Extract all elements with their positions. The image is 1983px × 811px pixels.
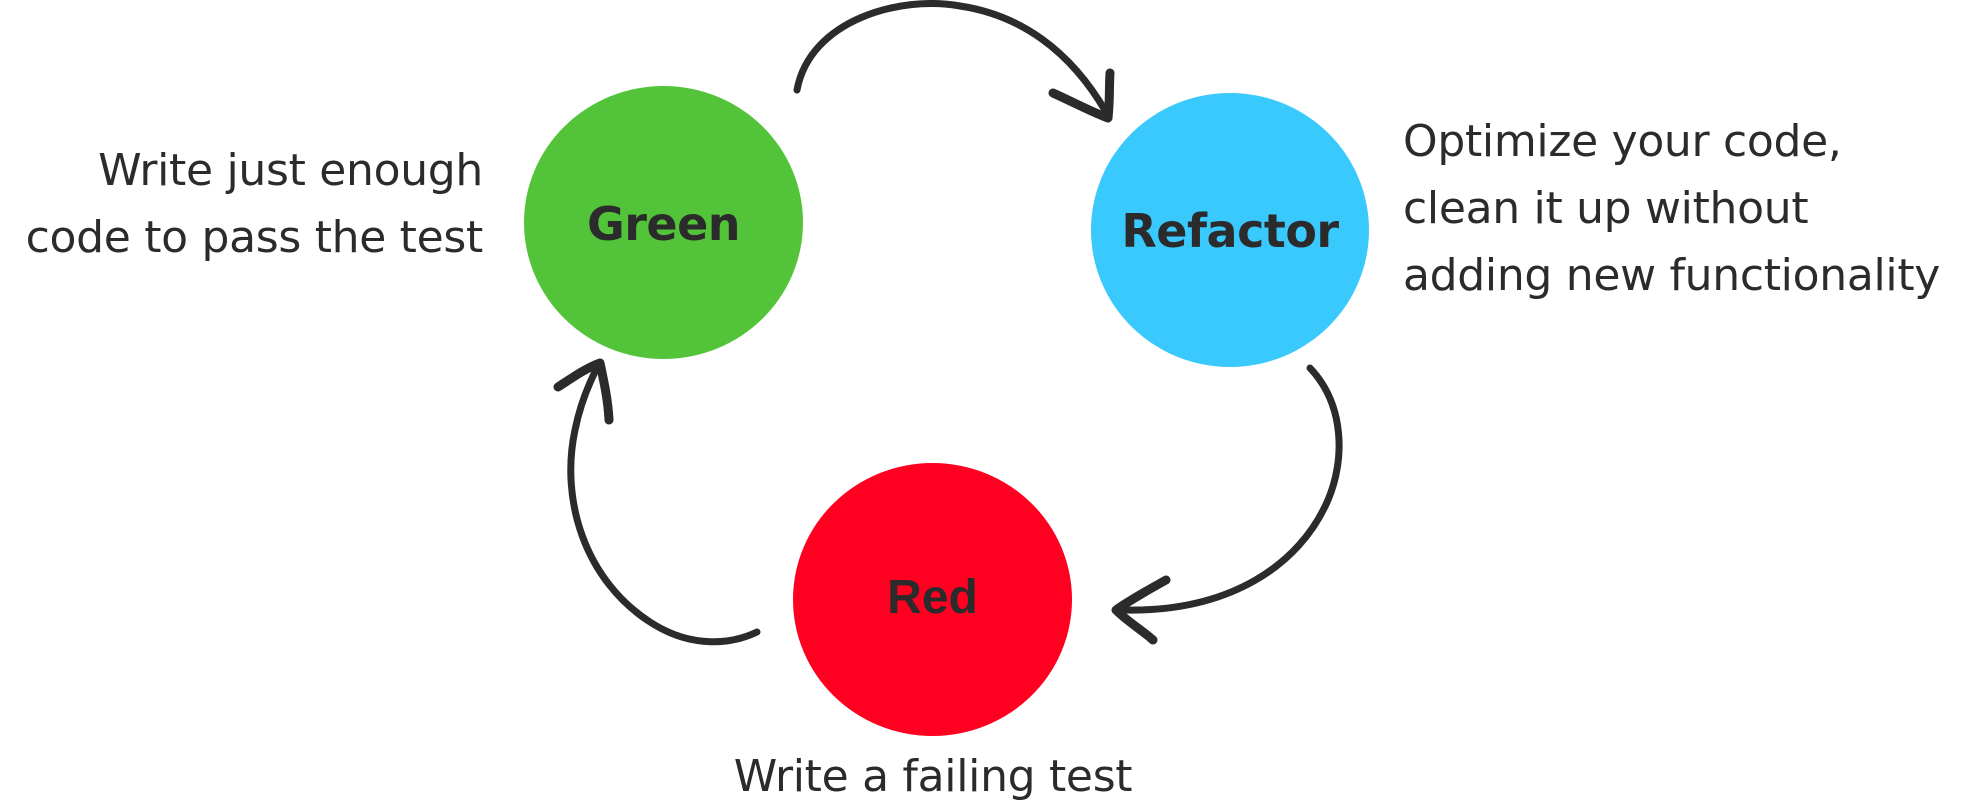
- arrow-shaft: [567, 362, 761, 646]
- description-line: adding new functionality: [1403, 250, 1941, 301]
- arrow-shaft: [1121, 364, 1343, 614]
- node-red: Red: [793, 463, 1072, 736]
- arrowhead-icon: [1048, 68, 1115, 123]
- description-red: Write a failing test: [721, 743, 1145, 810]
- arrow-refactor-to-red: [1111, 364, 1343, 645]
- description-line: Write just enough: [98, 145, 483, 196]
- arrow-green-to-refactor: [793, 0, 1115, 123]
- arrowhead-icon: [1111, 575, 1171, 645]
- description-line: clean it up without: [1403, 183, 1809, 234]
- description-green: Write just enough code to pass the test: [25, 137, 484, 271]
- node-label-green: Green: [586, 196, 741, 251]
- description-refactor: Optimize your code, clean it up without …: [1403, 108, 1940, 309]
- description-line: Write a failing test: [733, 751, 1133, 802]
- description-line: code to pass the test: [25, 212, 484, 263]
- node-label-red: Red: [887, 570, 978, 624]
- arrow-shaft: [793, 0, 1110, 116]
- node-green: Green: [524, 86, 803, 359]
- node-refactor: Refactor: [1091, 93, 1369, 367]
- description-line: Optimize your code,: [1403, 116, 1842, 167]
- node-label-refactor: Refactor: [1121, 204, 1339, 258]
- arrow-red-to-green: [553, 358, 761, 646]
- arrowhead-icon: [553, 358, 614, 425]
